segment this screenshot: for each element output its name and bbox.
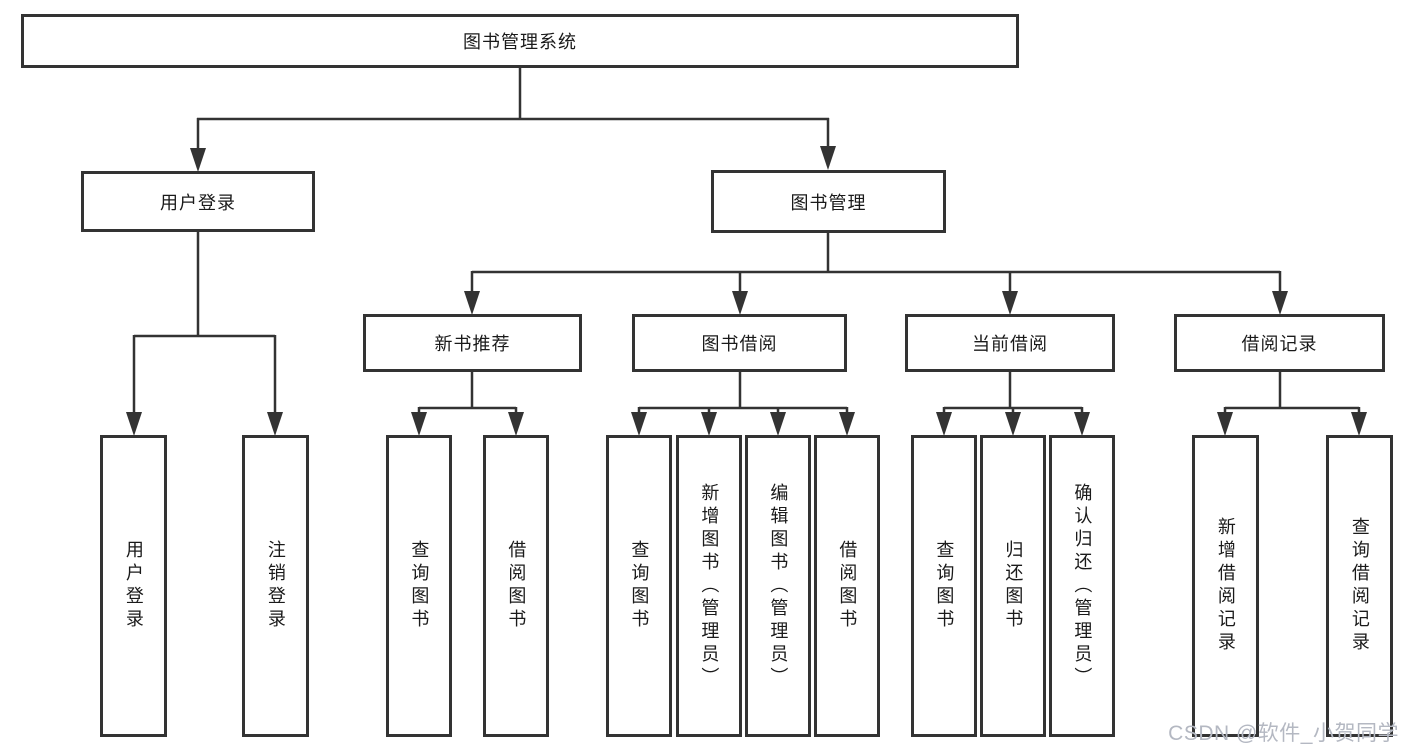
- leaf-logout: 注销登录: [242, 435, 309, 737]
- leaf-return-book: 归还图书: [980, 435, 1046, 737]
- node-book-borrowing-label: 图书借阅: [701, 334, 778, 354]
- node-book-management: 图书管理: [711, 170, 946, 233]
- node-user-login: 用户登录: [81, 171, 315, 232]
- leaf-query-borrow-record-label: 查询借阅记录: [1349, 517, 1370, 655]
- leaf-add-book-admin: 新增图书（管理员）: [676, 435, 742, 737]
- node-book-borrowing: 图书借阅: [632, 314, 847, 372]
- leaf-confirm-return-admin-label: 确认归还（管理员）: [1072, 482, 1093, 690]
- leaf-borrow-books-borrowing: 借阅图书: [814, 435, 880, 737]
- leaf-query-books-current-label: 查询图书: [934, 540, 955, 632]
- leaf-borrow-books-borrowing-label: 借阅图书: [837, 540, 858, 632]
- leaf-confirm-return-admin: 确认归还（管理员）: [1049, 435, 1115, 737]
- leaf-logout-label: 注销登录: [265, 540, 286, 632]
- arrowheads: [126, 146, 1367, 436]
- leaf-query-books-borrowing-label: 查询图书: [629, 540, 650, 632]
- leaf-return-book-label: 归还图书: [1003, 540, 1024, 632]
- node-current-borrowing: 当前借阅: [905, 314, 1115, 372]
- leaf-query-books-current: 查询图书: [911, 435, 977, 737]
- leaf-user-login-label: 用户登录: [123, 540, 144, 632]
- node-borrowing-records: 借阅记录: [1174, 314, 1385, 372]
- leaf-borrow-books-recommend-label: 借阅图书: [506, 540, 527, 632]
- node-root-label: 图书管理系统: [463, 32, 577, 52]
- leaf-add-book-admin-label: 新增图书（管理员）: [699, 482, 720, 690]
- leaf-add-borrow-record: 新增借阅记录: [1192, 435, 1259, 737]
- node-borrowing-records-label: 借阅记录: [1241, 334, 1318, 354]
- leaf-edit-book-admin-label: 编辑图书（管理员）: [768, 482, 789, 690]
- node-new-book-recommend: 新书推荐: [363, 314, 582, 372]
- leaf-borrow-books-recommend: 借阅图书: [483, 435, 549, 737]
- node-current-borrowing-label: 当前借阅: [972, 334, 1048, 354]
- connector-path: [132, 68, 1361, 431]
- leaf-edit-book-admin: 编辑图书（管理员）: [745, 435, 811, 737]
- node-user-login-label: 用户登录: [160, 192, 236, 213]
- node-book-management-label: 图书管理: [790, 192, 867, 213]
- leaf-query-borrow-record: 查询借阅记录: [1326, 435, 1393, 737]
- leaf-query-books-borrowing: 查询图书: [606, 435, 672, 737]
- node-new-book-recommend-label: 新书推荐: [434, 334, 511, 354]
- leaf-query-books-recommend: 查询图书: [386, 435, 452, 737]
- leaf-add-borrow-record-label: 新增借阅记录: [1215, 517, 1236, 655]
- node-root: 图书管理系统: [21, 14, 1019, 68]
- leaf-query-books-recommend-label: 查询图书: [409, 540, 430, 632]
- leaf-user-login: 用户登录: [100, 435, 167, 737]
